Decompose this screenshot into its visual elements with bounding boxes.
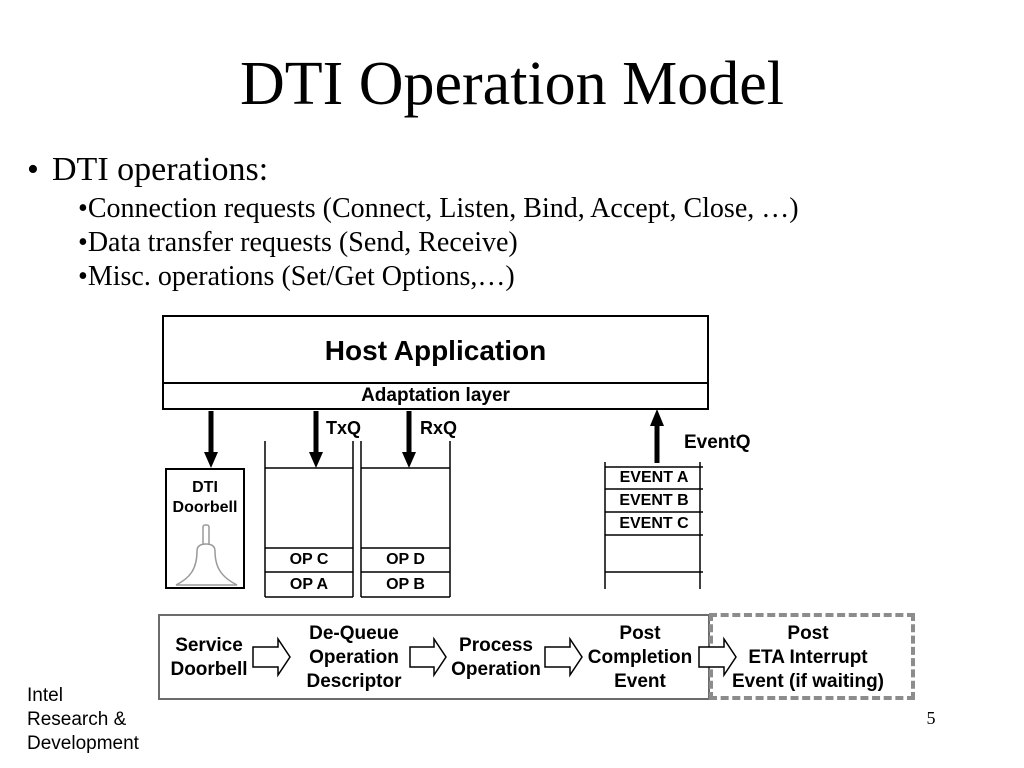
bullet-dti-operations: • DTI operations: (27, 153, 268, 187)
eventq-label: EventQ (684, 432, 751, 453)
bullet-text: DTI operations: (52, 151, 269, 188)
flow-step-line: Completion (587, 647, 693, 668)
slide-title: DTI Operation Model (239, 50, 785, 118)
flow-step-line: Operation (309, 647, 399, 668)
host-divider (162, 382, 709, 384)
dti-doorbell-box: DTI Doorbell (165, 468, 245, 589)
adaptation-layer-label: Adaptation layer (361, 385, 510, 406)
flow-step-dequeue-descriptor: De-Queue Operation Descriptor (294, 622, 414, 694)
footer-org-line: Intel (27, 685, 63, 706)
rxq-label: RxQ (420, 418, 458, 438)
rxq-item: OP D (386, 551, 425, 568)
flow-step-line: Process (459, 635, 533, 656)
footer-org-line: Research & (27, 709, 127, 730)
sub-bullet-connection-requests: •Connection requests (Connect, Listen, B… (78, 192, 799, 226)
rxq-item: OP B (386, 576, 425, 593)
eventq-arrow (650, 409, 664, 463)
sub-bullet-text: Misc. operations (Set/Get Options,…) (87, 261, 515, 292)
txq-item: OP A (289, 576, 329, 593)
flow-step-line: Service (175, 635, 243, 656)
sub-bullet-marker: • (78, 227, 88, 258)
flow-step-line: Post (619, 623, 661, 644)
doorbell-label-line: Doorbell (172, 499, 238, 516)
txq-item: OP C (289, 551, 329, 568)
rxq-arrow (402, 411, 416, 468)
eventq-item: EVENT C (619, 515, 689, 532)
sub-bullet-text: Data transfer requests (Send, Receive) (87, 227, 518, 258)
sub-bullet-marker: • (78, 193, 88, 224)
flow-step-line: Event (if waiting) (732, 671, 884, 692)
page-number: 5 (926, 708, 936, 728)
flow-step-line: Event (614, 671, 666, 692)
flow-step-post-eta-interrupt: Post ETA Interrupt Event (if waiting) (718, 622, 898, 694)
eventq-item: EVENT A (619, 469, 689, 486)
bullet-marker: • (27, 151, 39, 188)
host-application-box (162, 315, 709, 410)
eventq-item: EVENT B (619, 492, 689, 509)
flow-step-line: Operation (451, 659, 541, 680)
flow-step-line: Post (787, 623, 829, 644)
flow-step-service-doorbell: Service Doorbell (164, 634, 254, 682)
doorbell-arrow (204, 411, 218, 468)
sub-bullet-misc-operations: •Misc. operations (Set/Get Options,…) (78, 260, 515, 294)
bell-icon (175, 524, 238, 586)
sub-bullet-text: Connection requests (Connect, Listen, Bi… (87, 193, 799, 224)
flow-step-post-completion-event: Post Completion Event (582, 622, 698, 694)
flow-step-process-operation: Process Operation (446, 634, 546, 682)
doorbell-label: DTI Doorbell (167, 478, 243, 518)
sub-bullet-marker: • (78, 261, 88, 292)
flow-step-line: Doorbell (170, 659, 248, 680)
txq-arrow (309, 411, 323, 468)
footer-org-line: Development (27, 733, 139, 754)
flow-step-line: Descriptor (306, 671, 402, 692)
sub-bullet-data-transfer: •Data transfer requests (Send, Receive) (78, 226, 518, 260)
doorbell-label-line: DTI (192, 479, 218, 496)
footer-organization: Intel Research & Development (27, 684, 139, 756)
host-application-title: Host Application (324, 335, 547, 366)
flow-step-line: De-Queue (309, 623, 399, 644)
flow-step-line: ETA Interrupt (748, 647, 868, 668)
txq-label: TxQ (326, 418, 362, 438)
